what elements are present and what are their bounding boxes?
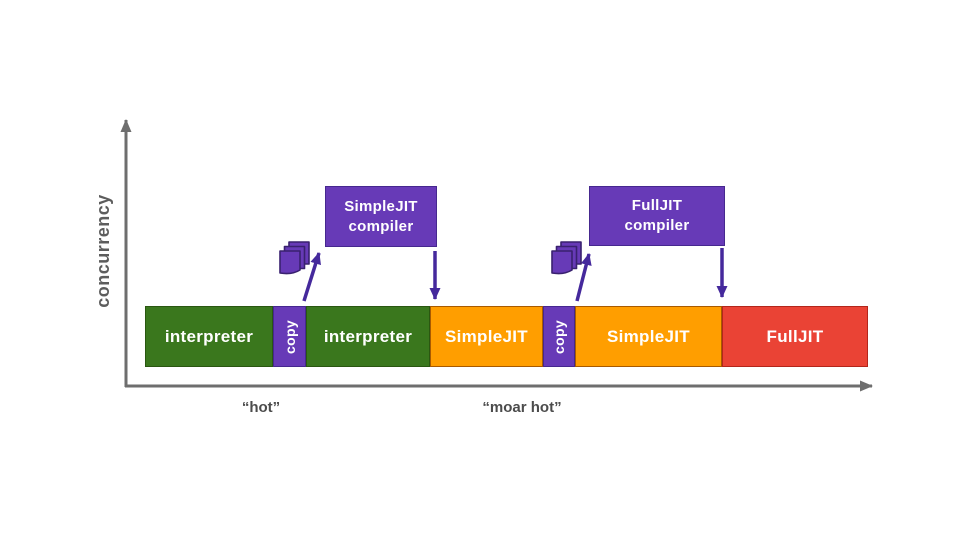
segment-copy-2: copy bbox=[543, 306, 575, 367]
segment-label: FullJIT bbox=[766, 326, 824, 346]
arrow-copy-to-fulljit-compiler bbox=[575, 253, 592, 302]
fulljit-compiler-box: FullJIT compiler bbox=[589, 186, 725, 246]
segment-label: SimpleJIT bbox=[606, 326, 690, 346]
copy-pages-icon bbox=[551, 241, 582, 275]
segment-label: copy bbox=[551, 319, 568, 354]
simplejit-compiler-box: SimpleJIT compiler bbox=[325, 186, 437, 247]
segment-fulljit: FullJIT bbox=[722, 306, 868, 367]
segment-simplejit-2: SimpleJIT bbox=[575, 306, 722, 367]
y-axis-label: concurrency bbox=[93, 194, 113, 308]
segment-label: copy bbox=[281, 319, 298, 354]
compiler-box-line: compiler bbox=[624, 217, 690, 234]
compiler-box-line: compiler bbox=[348, 217, 414, 235]
arrow-copy-to-simplejit-compiler bbox=[302, 252, 321, 302]
segment-label: interpreter bbox=[164, 326, 254, 346]
copy-pages-icon bbox=[279, 241, 310, 275]
segment-interpreter-2: interpreter bbox=[306, 306, 430, 367]
segment-label: interpreter bbox=[323, 326, 413, 346]
x-axis-label-moar-hot: “moar hot” bbox=[482, 399, 562, 416]
x-axis-label-hot: “hot” bbox=[241, 399, 281, 416]
segment-copy-1: copy bbox=[273, 306, 306, 367]
segment-simplejit-1: SimpleJIT bbox=[430, 306, 543, 367]
compiler-box-line: SimpleJIT bbox=[344, 197, 418, 215]
segment-interpreter-1: interpreter bbox=[145, 306, 273, 367]
segment-label: SimpleJIT bbox=[444, 326, 528, 346]
compiler-box-line: FullJIT bbox=[631, 197, 683, 214]
